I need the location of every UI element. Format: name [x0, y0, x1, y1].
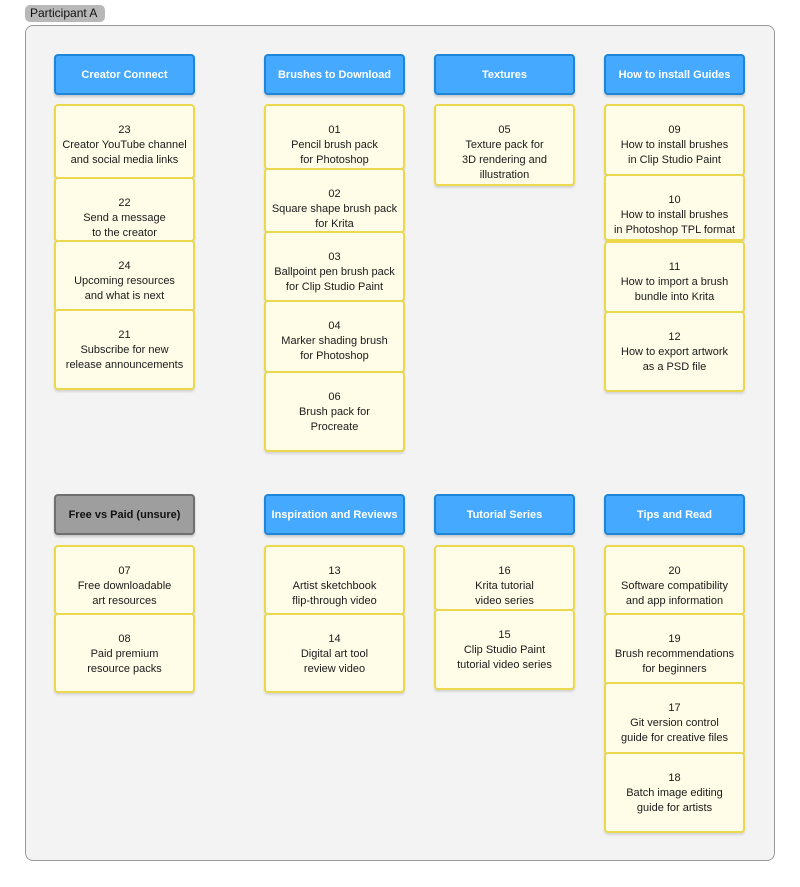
card-number: 04 [328, 320, 341, 332]
card-number: 03 [328, 251, 341, 263]
card-number: 22 [118, 197, 131, 209]
card-number: 19 [668, 633, 681, 645]
card-text: Krita tutorial video series [475, 580, 534, 607]
card-number: 10 [668, 194, 681, 206]
card-text: Upcoming resources and what is next [74, 275, 175, 302]
card-text: Ballpoint pen brush pack for Clip Studio… [274, 266, 395, 293]
card-text: Texture pack for 3D rendering and illust… [461, 139, 547, 181]
card-text: Batch image editing guide for artists [626, 787, 723, 814]
card-text: How to install brushes in Clip Studio Pa… [620, 139, 729, 166]
card-text: Digital art tool review video [300, 648, 369, 675]
card-number: 12 [668, 331, 681, 343]
group-header[interactable]: Tips and Read [604, 494, 745, 535]
group-header[interactable]: How to install Guides [604, 54, 745, 95]
card-number: 06 [328, 391, 341, 403]
card-number: 05 [498, 124, 511, 136]
card-text: Software compatibility and app informati… [621, 580, 728, 607]
card-text: How to export artwork as a PSD file [621, 346, 728, 373]
group-header[interactable]: Free vs Paid (unsure) [54, 494, 195, 535]
card-text: Artist sketchbook flip-through video [292, 580, 377, 607]
card-text: How to install brushes in Photoshop TPL … [613, 209, 736, 236]
card-number: 14 [328, 633, 341, 645]
group-header[interactable]: Inspiration and Reviews [264, 494, 405, 535]
card-number: 23 [118, 124, 131, 136]
group-header[interactable]: Brushes to Download [264, 54, 405, 95]
group-header[interactable]: Textures [434, 54, 575, 95]
card-text: How to import a brush bundle into Krita [620, 276, 729, 303]
card-number: 20 [668, 565, 681, 577]
card-text: Brush recommendations for beginners [614, 648, 735, 675]
card-number: 02 [328, 188, 341, 200]
card-number: 17 [668, 702, 681, 714]
card-number: 15 [498, 629, 511, 641]
card-number: 21 [118, 329, 131, 341]
card-text: Free downloadable art resources [77, 580, 172, 607]
card-text: Creator YouTube channel and social media… [62, 139, 187, 166]
card-number: 09 [668, 124, 681, 136]
card-text: Git version control guide for creative f… [621, 717, 728, 744]
card-text: Clip Studio Paint tutorial video series [457, 644, 552, 671]
group-header[interactable]: Creator Connect [54, 54, 195, 95]
card-text: Square shape brush pack for Krita [271, 203, 398, 230]
card-text: Brush pack for Procreate [299, 406, 370, 433]
card-number: 18 [668, 772, 681, 784]
card-text: Pencil brush pack for Photoshop [291, 139, 378, 166]
card-number: 16 [498, 565, 511, 577]
card-number: 08 [118, 633, 131, 645]
card-number: 24 [118, 260, 131, 272]
card-number: 11 [668, 261, 681, 273]
card-text: Paid premium resource packs [87, 648, 162, 675]
card-number: 01 [328, 124, 341, 136]
participant-label: Participant A [25, 5, 105, 22]
card-number: 13 [328, 565, 341, 577]
card-number: 07 [118, 565, 131, 577]
card-text: Marker shading brush for Photoshop [281, 335, 388, 362]
card-text: Send a message to the creator [83, 212, 166, 239]
group-header[interactable]: Tutorial Series [434, 494, 575, 535]
card-text: Subscribe for new release announcements [65, 344, 184, 371]
